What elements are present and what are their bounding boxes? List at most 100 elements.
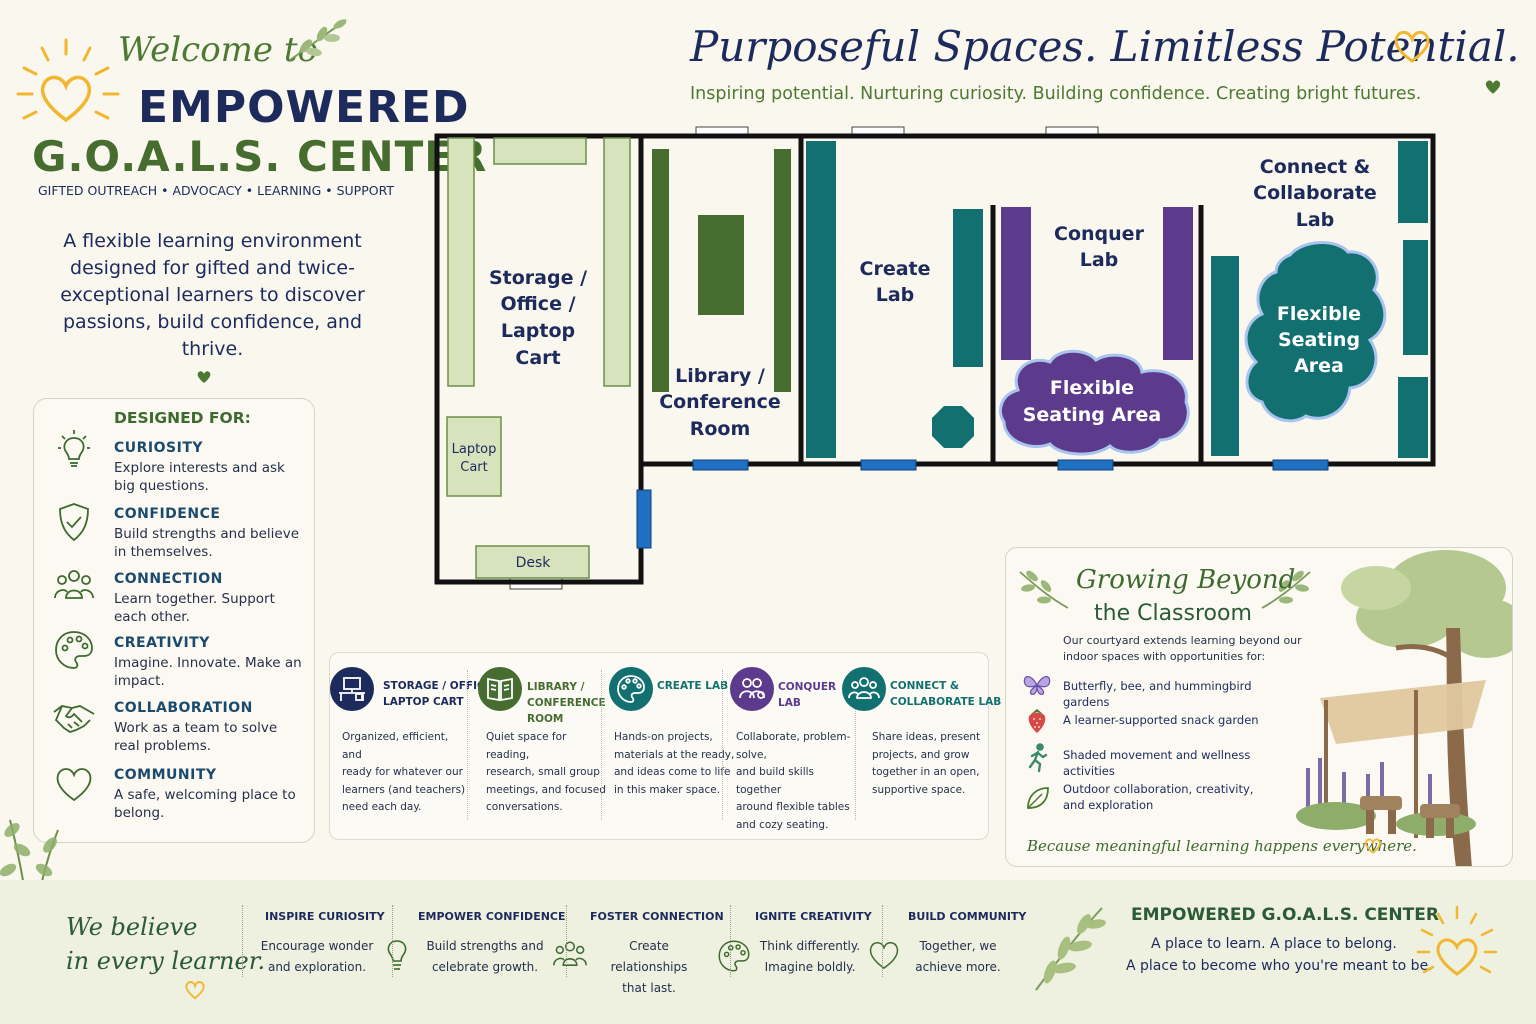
storage-shelf — [493, 137, 587, 165]
small-heart-icon — [1485, 80, 1501, 94]
library-bookshelf — [774, 149, 791, 392]
connect-flex-seating — [1244, 241, 1387, 423]
legend-desc-line: together in an open, — [872, 766, 980, 778]
legend-desc-line: Share ideas, present — [872, 731, 981, 743]
leaf-sprig-icon — [289, 19, 347, 61]
courtyard-item: Shaded movement and wellness activities — [1063, 748, 1251, 778]
legend-desc-line: Organized, efficient, and — [342, 731, 449, 761]
butterfly-icon — [1023, 676, 1051, 695]
team-icon — [739, 678, 765, 699]
legend-desc-line: and build skills together — [736, 766, 815, 796]
pillar-desc-line: celebrate growth. — [431, 960, 539, 974]
legend-divider — [467, 670, 468, 820]
designed-item-heading: COMMUNITY — [114, 767, 217, 783]
legend-title: CREATE LAB — [657, 678, 728, 694]
subhead: Inspiring potential. Nurturing curiosity… — [690, 84, 1422, 104]
storage-shelf — [447, 137, 475, 387]
laptop-cart-label-line: Laptop — [452, 442, 497, 457]
footer-divider — [566, 905, 567, 977]
pillar-title: FOSTER CONNECTION — [590, 910, 724, 923]
legend-desc-line: conversations. — [486, 801, 563, 813]
footer-brand: EMPOWERED G.O.A.L.S. CENTER — [1131, 905, 1439, 925]
legend-title-line: LAB — [778, 697, 801, 709]
palette-icon — [55, 631, 93, 669]
designed-item-heading: CONFIDENCE — [114, 506, 221, 522]
pillar-desc: Think differently.Imagine boldly. — [758, 936, 862, 978]
footer-motto: A place to become who you're meant to be… — [1126, 958, 1433, 974]
book-icon — [487, 677, 513, 702]
legend-desc-line: in this maker space. — [614, 783, 721, 796]
pillar-title: BUILD COMMUNITY — [908, 910, 1027, 923]
legend-desc-line: learners (and teachers) — [342, 783, 466, 796]
footer-divider — [392, 905, 393, 977]
lightbulb-icon — [387, 940, 407, 970]
legend-desc: Quiet space for reading,research, small … — [486, 729, 611, 817]
create-lab-round-table — [932, 406, 974, 448]
legend-badge — [609, 667, 653, 711]
legend-badge — [842, 667, 886, 711]
courtyard-card — [1005, 547, 1513, 867]
small-heart-icon — [197, 371, 211, 383]
pillar-title: EMPOWER CONFIDENCE — [418, 910, 566, 923]
title-goals-center: G.O.A.L.S. CENTER — [32, 132, 488, 181]
legend-badge — [330, 667, 374, 711]
pillar-desc: Build strengths and celebrate growth. — [426, 936, 544, 978]
legend-desc-line: and ideas come to life — [614, 766, 731, 778]
people-icon — [553, 941, 587, 966]
legend-title-line: CONFERENCE — [527, 697, 606, 709]
courtyard-garden-illustration — [1296, 550, 1512, 866]
legend-desc-line: projects, and grow — [872, 748, 970, 761]
conquer-flex-seating — [999, 349, 1190, 456]
legend-title: LIBRARY / CONFERENCE ROOM — [527, 679, 606, 727]
flex-seating-label-line: Area — [1294, 355, 1344, 377]
pillar-desc-line: Think differently. — [759, 939, 861, 953]
believe-line: in every learner. — [66, 947, 266, 975]
leaf-sprig-icon — [1019, 570, 1069, 609]
laptop-cart-label-line: Cart — [460, 460, 488, 475]
pillar-desc-line: Build strengths and — [426, 939, 544, 953]
desk-block — [475, 545, 590, 579]
flex-seating-label-line: Seating — [1278, 329, 1360, 351]
legend-title-line: ROOM — [527, 713, 564, 725]
legend-desc-line: materials at the ready, — [614, 748, 735, 761]
footer-divider — [242, 905, 243, 977]
heart-icon — [56, 768, 92, 802]
door — [692, 459, 749, 471]
door — [1272, 459, 1329, 471]
courtyard-item: Butterfly, bee, and hummingbird gardens — [1063, 679, 1252, 709]
designed-item-text: Imagine. Innovate. Make an impact. — [114, 655, 302, 689]
storage-shelf — [603, 137, 631, 387]
legend-title-line: LIBRARY / — [527, 681, 585, 693]
designed-item-heading: CREATIVITY — [114, 635, 210, 651]
legend-desc: Share ideas, present projects, and grow to… — [872, 729, 997, 799]
small-heart-icon — [185, 981, 205, 1000]
courtyard-item: A learner-supported snack garden — [1063, 713, 1259, 727]
headline-heart-icon — [1394, 30, 1430, 63]
courtyard-intro: Our courtyard extends learning beyond ou… — [1063, 634, 1302, 663]
floor-plan: Storage / Office / Laptop Cart Library /… — [434, 126, 1436, 590]
connect-lab-counter — [1398, 377, 1428, 458]
conquer-label-line: Lab — [1080, 249, 1119, 271]
create-lab-table — [953, 209, 983, 367]
connect-label-line: Collaborate — [1253, 182, 1377, 204]
conquer-lab-table — [1163, 207, 1193, 360]
leaf-icon — [1027, 787, 1049, 809]
designed-item-text: A safe, welcoming place to belong. — [114, 787, 296, 821]
door — [1057, 459, 1114, 471]
designed-item-text: Explore interests and ask big questions. — [114, 460, 285, 494]
pillar-desc-line: achieve more. — [915, 960, 1001, 974]
tagline: GIFTED OUTREACH • ADVOCACY • LEARNING • … — [38, 183, 395, 198]
storage-label-line: Office / — [500, 293, 575, 315]
strawberry-icon — [1028, 709, 1046, 733]
designed-for-title: DESIGNED FOR: — [114, 409, 251, 427]
create-label-line: Create — [860, 258, 931, 280]
connect-lab-counter — [1211, 256, 1239, 456]
pillar-desc-line: Create relationships — [610, 939, 688, 974]
connect-label-line: Connect & — [1260, 156, 1370, 178]
legend-divider — [601, 670, 602, 820]
legend-title-line: COLLABORATE LAB — [890, 696, 1002, 708]
legend-title-line: CONNECT & — [890, 680, 960, 692]
